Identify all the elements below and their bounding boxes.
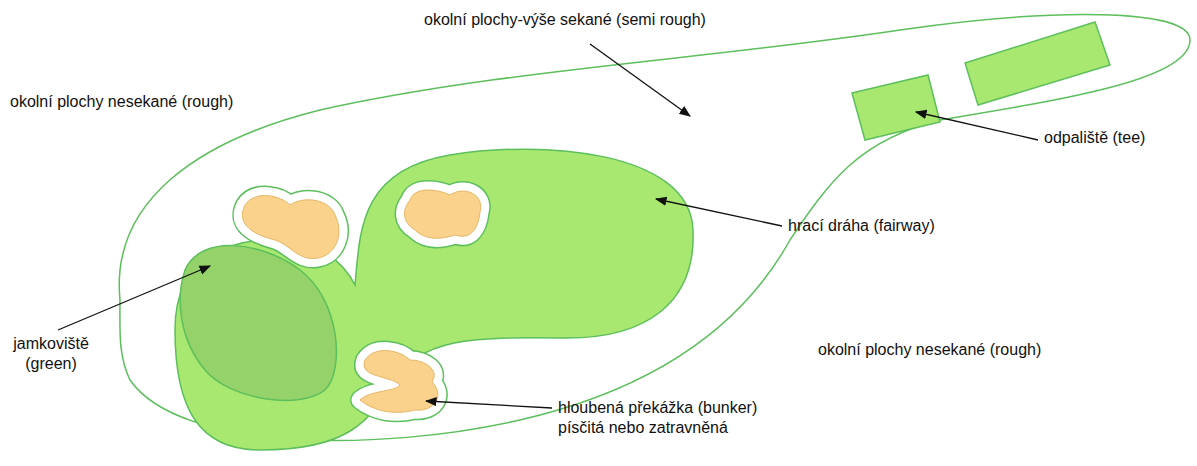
region-label: okolní plochy nesekané (rough) bbox=[818, 340, 1041, 360]
part-label: jamkoviště (green) bbox=[8, 334, 94, 374]
tees bbox=[852, 22, 1110, 140]
part-label: hrací dráha (fairway) bbox=[788, 216, 935, 236]
part-label: odpaliště (tee) bbox=[1044, 128, 1145, 148]
region-label: okolní plochy-výše sekané (semi rough) bbox=[424, 10, 706, 30]
region-label: okolní plochy nesekané (rough) bbox=[10, 92, 233, 112]
bunkers bbox=[242, 190, 480, 412]
bunker-halos bbox=[242, 190, 480, 412]
part-label: hloubená překážka (bunker) písčitá nebo … bbox=[558, 398, 776, 438]
